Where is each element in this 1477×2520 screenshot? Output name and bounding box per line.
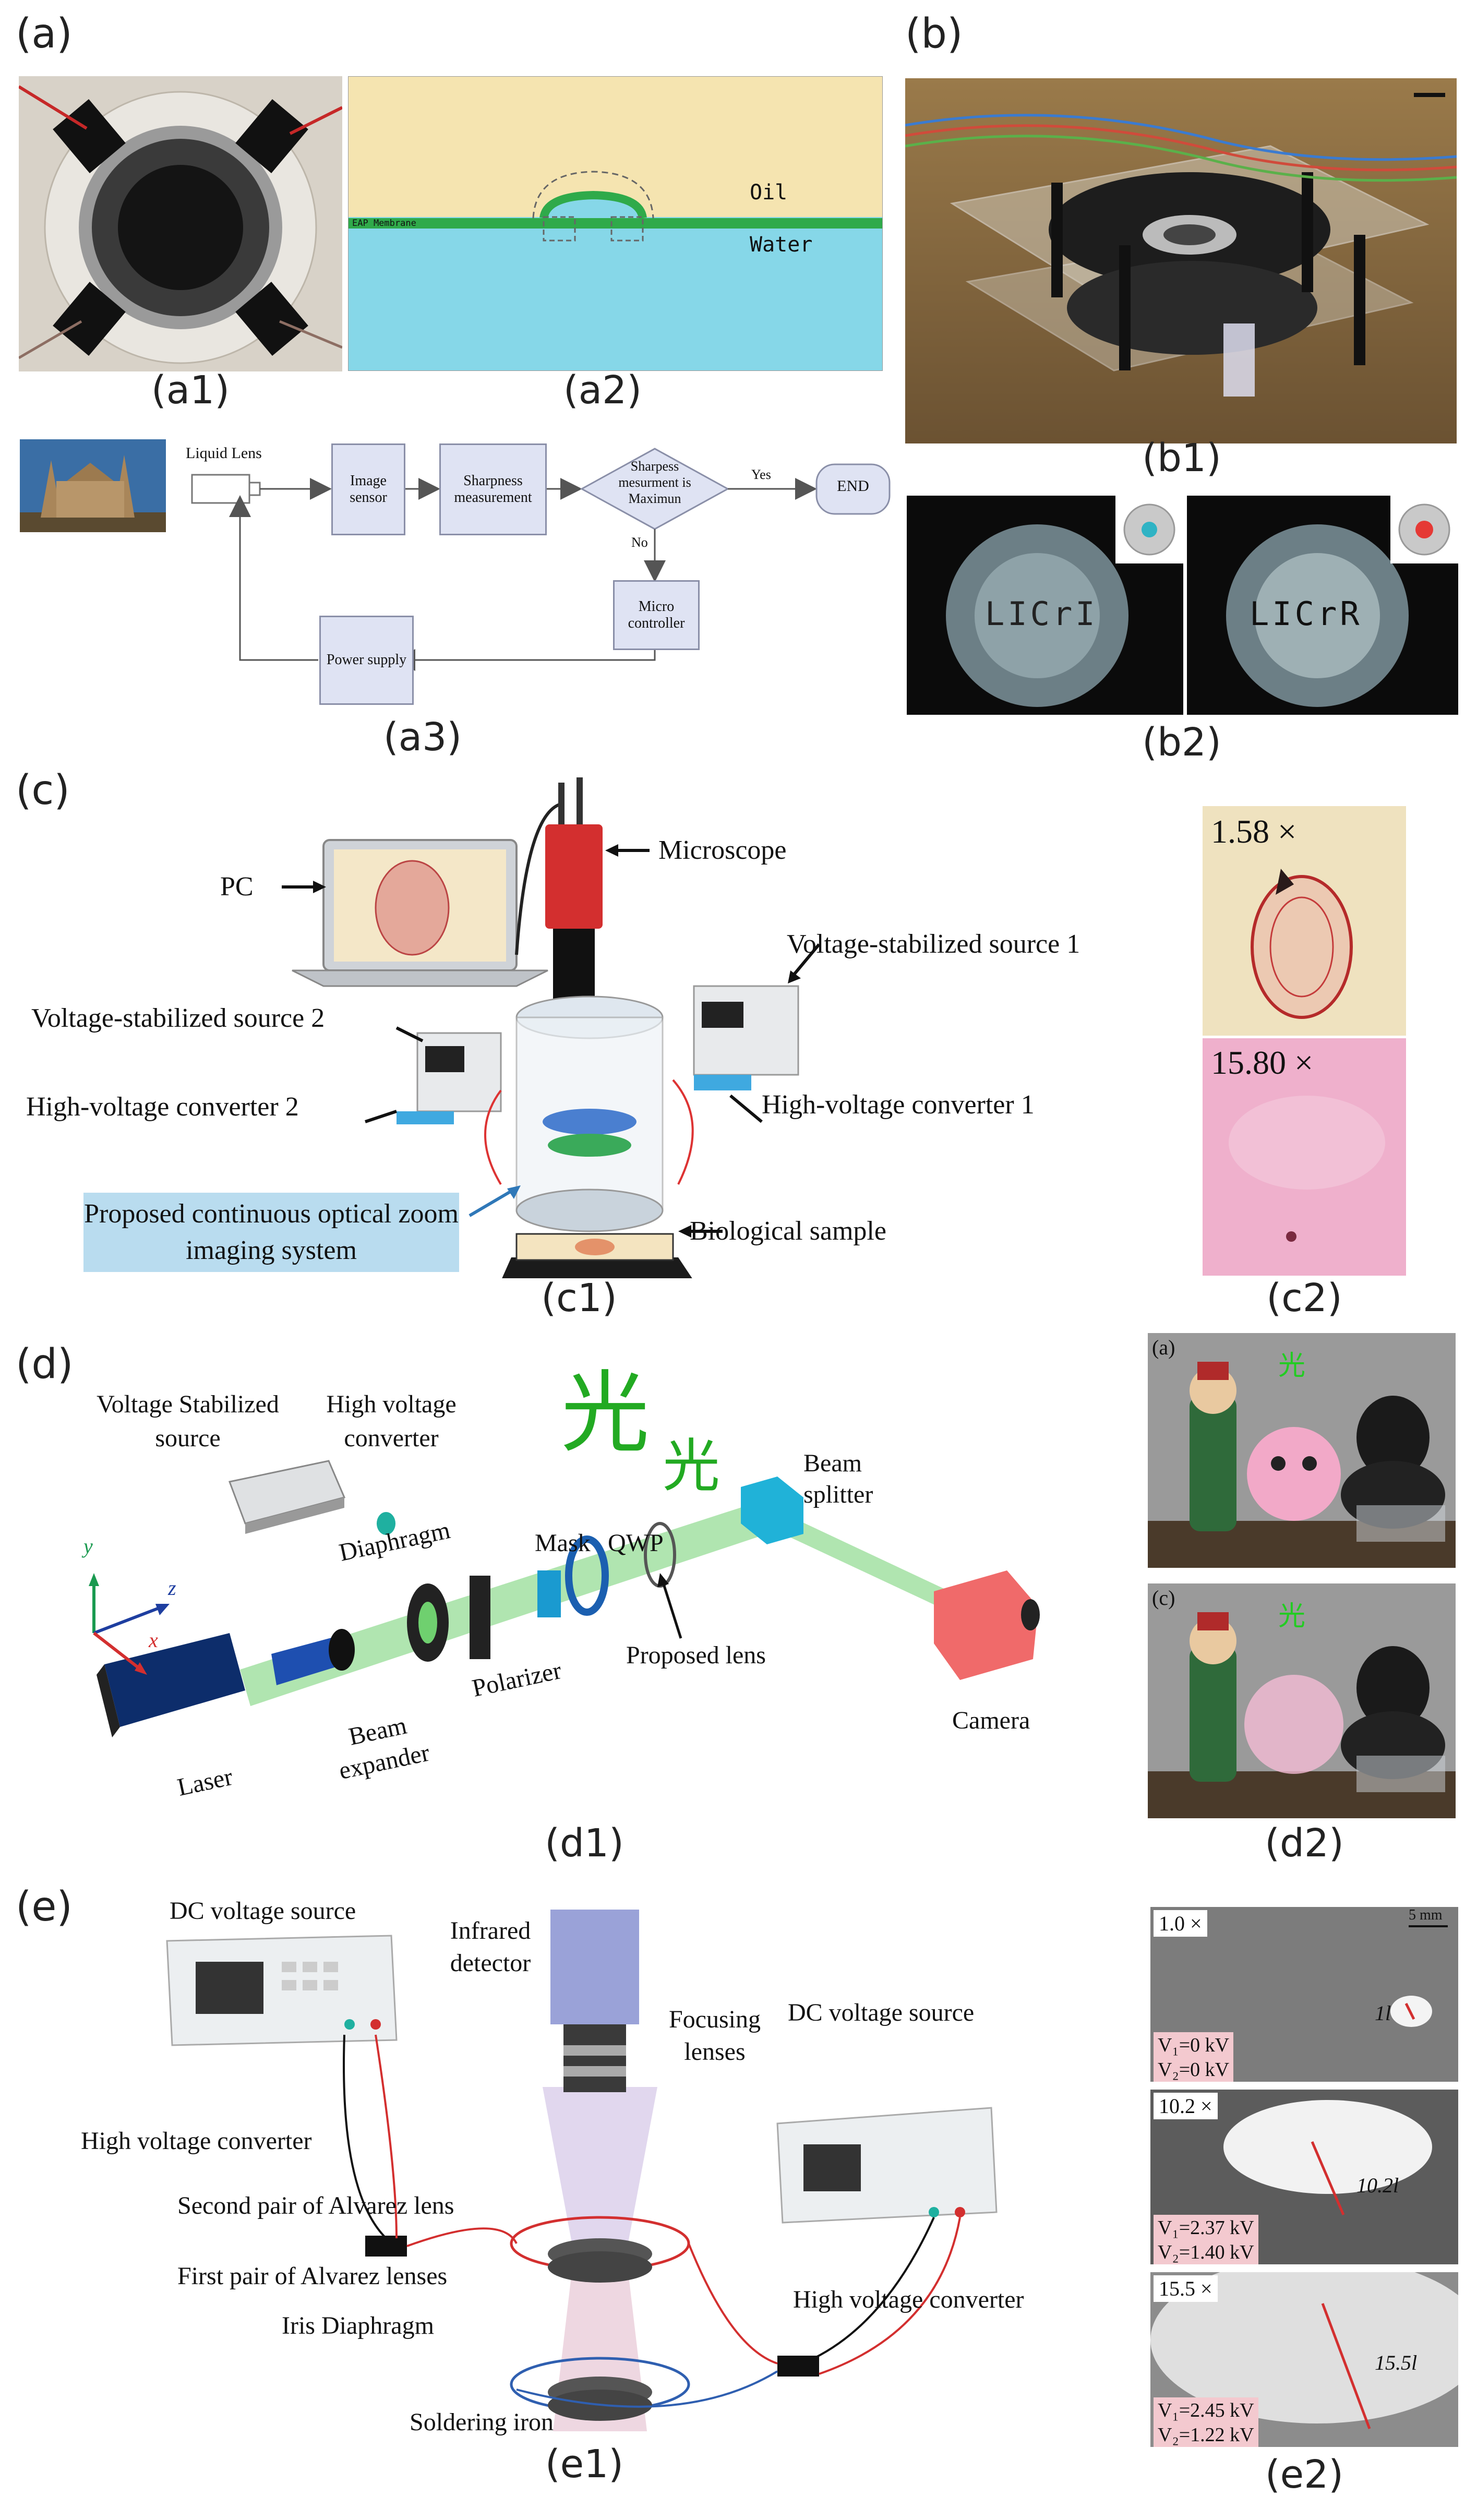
sub-label-a3: (a3) — [383, 715, 462, 760]
sub-label-c2: (c2) — [1266, 1276, 1342, 1321]
a3-decision-label: Sharpess mesurment is Maximun — [618, 459, 691, 507]
sub-label-d1: (d1) — [545, 1821, 624, 1866]
e1-infrared-setup — [166, 1910, 998, 2431]
e1-infrared-label: Infrared detector — [450, 1917, 531, 1977]
c1-vs2-label: Voltage-stabilized source 2 — [31, 1003, 325, 1033]
sub-label-c1: (c1) — [541, 1276, 617, 1321]
panel-label-a: (a) — [16, 10, 73, 57]
d1-char-small: 光 — [663, 1433, 720, 1499]
d1-qwp-label: QWP — [608, 1529, 664, 1557]
e2-image-3: 15.5 × 15.5l V₁=2.45 kV V₂=1.22 kV — [1150, 2272, 1458, 2447]
sub-label-e1: (e1) — [545, 2442, 624, 2487]
d1-beam-splitter-label: Beam splitter — [803, 1449, 873, 1508]
d1-camera-label: Camera — [952, 1707, 1030, 1734]
d2-image-bottom: (c) 光 — [1148, 1583, 1456, 1818]
e2-mag-2: 10.2 × — [1154, 2093, 1218, 2119]
a3-power-supply-box: Power supply — [319, 616, 414, 705]
a2-water-label: Water — [750, 233, 813, 257]
e2-image-1: 1.0 × 5 mm 1l V₁=0 kV V₂=0 kV — [1150, 1907, 1458, 2082]
d1-axis-x: x — [149, 1628, 158, 1652]
a1-membrane-photo — [19, 76, 342, 371]
d2-tag-top: (a) — [1152, 1336, 1175, 1359]
sub-label-d2: (d2) — [1265, 1821, 1344, 1866]
c1-microscope-label: Microscope — [658, 835, 787, 865]
e1-dc-left-label: DC voltage source — [170, 1897, 356, 1925]
b2-left-chart-text: LICrI — [985, 595, 1098, 633]
a3-end-label: END — [837, 477, 869, 495]
c1-vs1-label: Voltage-stabilized source 1 — [787, 929, 1080, 959]
e2-v2-2: V₂=1.40 kV — [1154, 2239, 1258, 2264]
d2-tag-bottom: (c) — [1152, 1586, 1175, 1610]
e2-len-1: 1l — [1375, 2001, 1391, 2025]
e1-iris-label: Iris Diaphragm — [282, 2312, 434, 2339]
d2-char-top: 光 — [1278, 1350, 1306, 1382]
c2-mag-top: 1.58 × — [1211, 813, 1297, 850]
c1-hv1-label: High-voltage converter 1 — [762, 1090, 1035, 1120]
a2-membrane-diagram: Oil Water EAP Membrane — [348, 76, 883, 371]
d1-char-big: 光 — [561, 1362, 650, 1465]
c1-bio-label: Biological sample — [690, 1216, 886, 1246]
e1-first-pair-label: First pair of Alvarez lenses — [177, 2262, 448, 2290]
e2-mag-1: 1.0 × — [1154, 1910, 1207, 1937]
e2-image-2: 10.2 × 10.2l V₁=2.37 kV V₂=1.40 kV — [1150, 2090, 1458, 2264]
a3-sharpness-box: Sharpness measurement — [439, 443, 547, 535]
a3-no-label: No — [631, 535, 648, 550]
e1-second-pair-label: Second pair of Alvarez lens — [177, 2192, 454, 2219]
sub-label-b1: (b1) — [1142, 436, 1221, 481]
a3-liquid-lens-label: Liquid Lens — [186, 445, 262, 462]
e2-v1-2: V₁=2.37 kV — [1154, 2215, 1258, 2242]
c2-mag-bottom: 15.80 × — [1211, 1044, 1314, 1081]
a2-membrane-label: EAP Membrane — [352, 218, 416, 229]
e1-dc-right-label: DC voltage source — [788, 1999, 975, 2026]
c1-hv2-label: High-voltage converter 2 — [26, 1092, 299, 1122]
d1-vs-label: Voltage Stabilized source — [97, 1390, 279, 1452]
e2-v1-1: V₁=0 kV — [1154, 2032, 1234, 2059]
e1-hv-right-label: High voltage converter — [793, 2286, 1024, 2313]
c2-image-top: 1.58 × — [1203, 806, 1406, 1036]
e2-v2-1: V₂=0 kV — [1154, 2057, 1234, 2082]
d1-hv-label: High voltage converter — [326, 1390, 457, 1452]
a3-micro-controller-box: Micro controller — [613, 580, 700, 650]
a2-oil-label: Oil — [750, 181, 788, 205]
e1-focusing-label: Focusing lenses — [668, 2006, 761, 2066]
d1-optical-setup — [89, 1460, 1040, 1737]
c2-image-bottom: 15.80 × — [1203, 1038, 1406, 1276]
a3-image-sensor-box: Image sensor — [331, 443, 405, 535]
a3-cathedral-photo — [20, 439, 166, 532]
b2-image-right: LICrR — [1187, 496, 1458, 715]
sub-label-e2: (e2) — [1265, 2452, 1344, 2497]
sub-label-a1: (a1) — [151, 368, 230, 413]
e2-mag-3: 15.5 × — [1154, 2275, 1218, 2302]
e1-soldering-label: Soldering iron — [410, 2408, 554, 2436]
c1-setup-illustration — [282, 777, 821, 1278]
a3-flowchart-lines — [191, 448, 891, 671]
e1-hv-left-label: High voltage converter — [81, 2127, 312, 2155]
e2-v2-3: V₂=1.22 kV — [1154, 2422, 1258, 2447]
panel-label-e: (e) — [16, 1883, 73, 1930]
c1-pc-label: PC — [220, 872, 254, 902]
d1-proposed-lens-label: Proposed lens — [626, 1641, 766, 1669]
e2-scale: 5 mm — [1409, 1907, 1443, 1923]
panel-label-b: (b) — [905, 10, 963, 57]
b1-device-photo — [905, 78, 1457, 443]
panel-label-d: (d) — [16, 1341, 74, 1388]
d1-axis-z: z — [168, 1576, 176, 1600]
e2-len-2: 10.2l — [1356, 2174, 1399, 2197]
panel-label-c: (c) — [16, 767, 70, 814]
d2-image-top: (a) 光 — [1148, 1333, 1456, 1568]
sub-label-b2: (b2) — [1142, 720, 1221, 765]
e2-len-3: 15.5l — [1375, 2351, 1418, 2374]
sub-label-a2: (a2) — [563, 368, 642, 413]
b2-right-chart-text: LICrR — [1250, 595, 1363, 633]
b2-image-left: LICrI — [907, 496, 1183, 715]
d2-char-bottom: 光 — [1278, 1601, 1306, 1632]
d1-mask-label: Mask — [535, 1529, 591, 1557]
e2-v1-3: V₁=2.45 kV — [1154, 2397, 1258, 2425]
c1-proposed-label: Proposed continuous optical zoom imaging… — [83, 1193, 459, 1272]
d1-axis-y: y — [83, 1534, 93, 1558]
a3-yes-label: Yes — [751, 467, 771, 482]
